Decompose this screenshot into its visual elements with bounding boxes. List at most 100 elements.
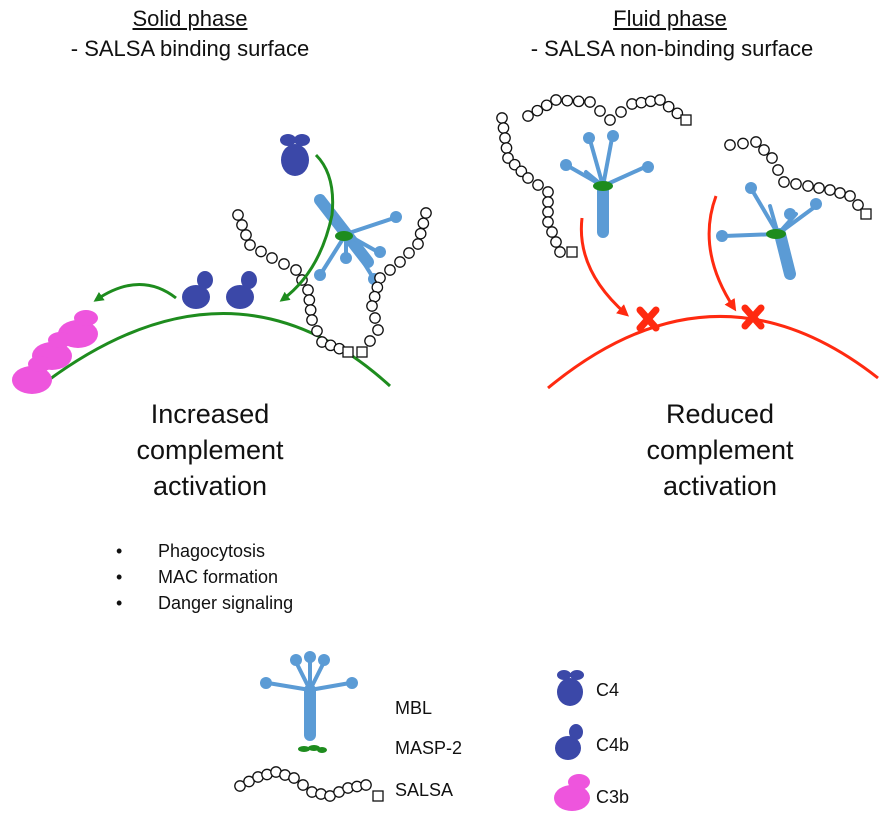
legend-label-c4b: C4b <box>596 735 630 755</box>
salsa-bead <box>542 206 554 218</box>
salsa-bead <box>554 246 566 258</box>
right-outcome-line-3: activation <box>662 471 778 501</box>
salsa-bead <box>594 105 606 117</box>
right-panel-subtitle: - SALSA non-binding surface <box>530 36 814 61</box>
legend-label-mbl: MBL <box>395 698 433 718</box>
blocked-x-icon <box>741 304 765 330</box>
bullet-glyph: • <box>116 593 123 613</box>
salsa-bead <box>303 294 316 306</box>
salsa-bead <box>240 229 252 241</box>
salsa-bead <box>522 110 534 122</box>
red-arrow-2 <box>707 195 737 312</box>
salsa-bead <box>542 186 554 198</box>
salsa-bead <box>844 190 856 202</box>
salsa-bead <box>834 187 846 199</box>
salsa-bead <box>546 226 558 238</box>
salsa-bead <box>266 252 278 264</box>
salsa-bead <box>680 114 692 126</box>
salsa-bead <box>540 99 553 112</box>
salsa-bead <box>497 122 510 134</box>
salsa-bead <box>311 325 323 337</box>
salsa-bead <box>304 304 317 316</box>
salsa-bead <box>860 208 872 220</box>
salsa-bead <box>813 182 825 194</box>
salsa-bead <box>662 100 675 113</box>
salsa-bead <box>802 180 814 192</box>
salsa-chain-left-1 <box>232 209 354 358</box>
right-panel-title: Fluid phase <box>613 6 727 31</box>
salsa-chain-right-1 <box>496 94 692 258</box>
salsa-bead <box>232 209 244 221</box>
salsa-bead <box>236 219 248 231</box>
salsa-bead <box>366 300 378 312</box>
salsa-bead <box>778 176 790 188</box>
legend-mbl-icon <box>260 651 358 741</box>
salsa-bead <box>302 284 314 296</box>
fluid-phase-surface <box>547 315 879 390</box>
list-item-label: MAC formation <box>158 567 279 587</box>
salsa-bead <box>671 107 684 120</box>
right-outcome-line-2: complement <box>646 435 794 465</box>
mbl-molecule-left <box>314 194 402 285</box>
left-panel-subtitle: - SALSA binding surface <box>70 36 310 61</box>
legend-label-salsa: SALSA <box>395 780 454 800</box>
left-outcome-line-2: complement <box>136 435 284 465</box>
salsa-bead <box>724 139 736 151</box>
salsa-bead <box>584 96 596 108</box>
salsa-bead <box>550 236 562 248</box>
bullet-glyph: • <box>116 567 123 587</box>
salsa-bead <box>572 95 585 108</box>
list-item-label: Phagocytosis <box>158 541 266 561</box>
right-outcome-line-1: Reduced <box>665 399 775 429</box>
left-outcome-text: Increased complement activation <box>100 396 320 504</box>
salsa-bead <box>542 216 554 228</box>
legend-salsa-icon <box>234 766 384 802</box>
salsa-bead <box>522 172 534 184</box>
salsa-bead <box>394 256 406 268</box>
salsa-bead <box>542 196 554 208</box>
salsa-bead <box>412 238 424 250</box>
mbl-molecule-right-1 <box>560 130 654 238</box>
salsa-bead <box>255 245 267 258</box>
salsa-bead <box>369 312 381 324</box>
list-item: • Danger signaling <box>116 590 376 616</box>
salsa-bead <box>532 179 544 191</box>
c3b-icon <box>12 310 98 394</box>
mbl-molecule-right-2 <box>716 182 822 280</box>
salsa-bead <box>500 142 513 154</box>
salsa-bead <box>243 775 255 788</box>
salsa-chain-right-2 <box>724 136 872 220</box>
salsa-chain-left-2 <box>356 207 432 358</box>
blocked-x-icon <box>636 306 660 332</box>
salsa-bead <box>852 199 864 211</box>
legend-label-c4: C4 <box>596 680 620 700</box>
left-outcome-line-1: Increased <box>150 399 270 429</box>
salsa-bead <box>566 246 578 258</box>
salsa-bead <box>615 106 627 118</box>
salsa-bead <box>604 114 616 126</box>
red-arrow-1 <box>579 217 630 317</box>
green-arrow-to-c3b <box>93 283 177 302</box>
list-item: • Phagocytosis <box>116 538 376 564</box>
salsa-bead <box>737 137 749 150</box>
salsa-bead <box>496 112 508 124</box>
bullet-glyph: • <box>116 541 123 561</box>
consequence-list: • Phagocytosis • MAC formation • Danger … <box>116 538 376 616</box>
salsa-bead <box>372 324 384 336</box>
c4b-bound-icon <box>226 271 257 309</box>
salsa-bead <box>278 258 290 270</box>
salsa-bead <box>772 164 784 176</box>
left-panel-title: Solid phase <box>132 6 248 31</box>
green-arrow-c4-cleavage <box>279 153 335 302</box>
legend-c4b-icon <box>555 724 583 760</box>
legend-masp2-icon <box>298 745 327 753</box>
legend-label-c3b: C3b <box>596 787 630 807</box>
salsa-bead <box>364 335 376 347</box>
salsa-bead <box>306 314 318 326</box>
salsa-bead <box>414 227 427 240</box>
list-item-label: Danger signaling <box>158 593 294 613</box>
c4-free-icon <box>280 134 310 176</box>
legend-c4-icon <box>557 670 584 706</box>
salsa-bead <box>420 207 432 219</box>
